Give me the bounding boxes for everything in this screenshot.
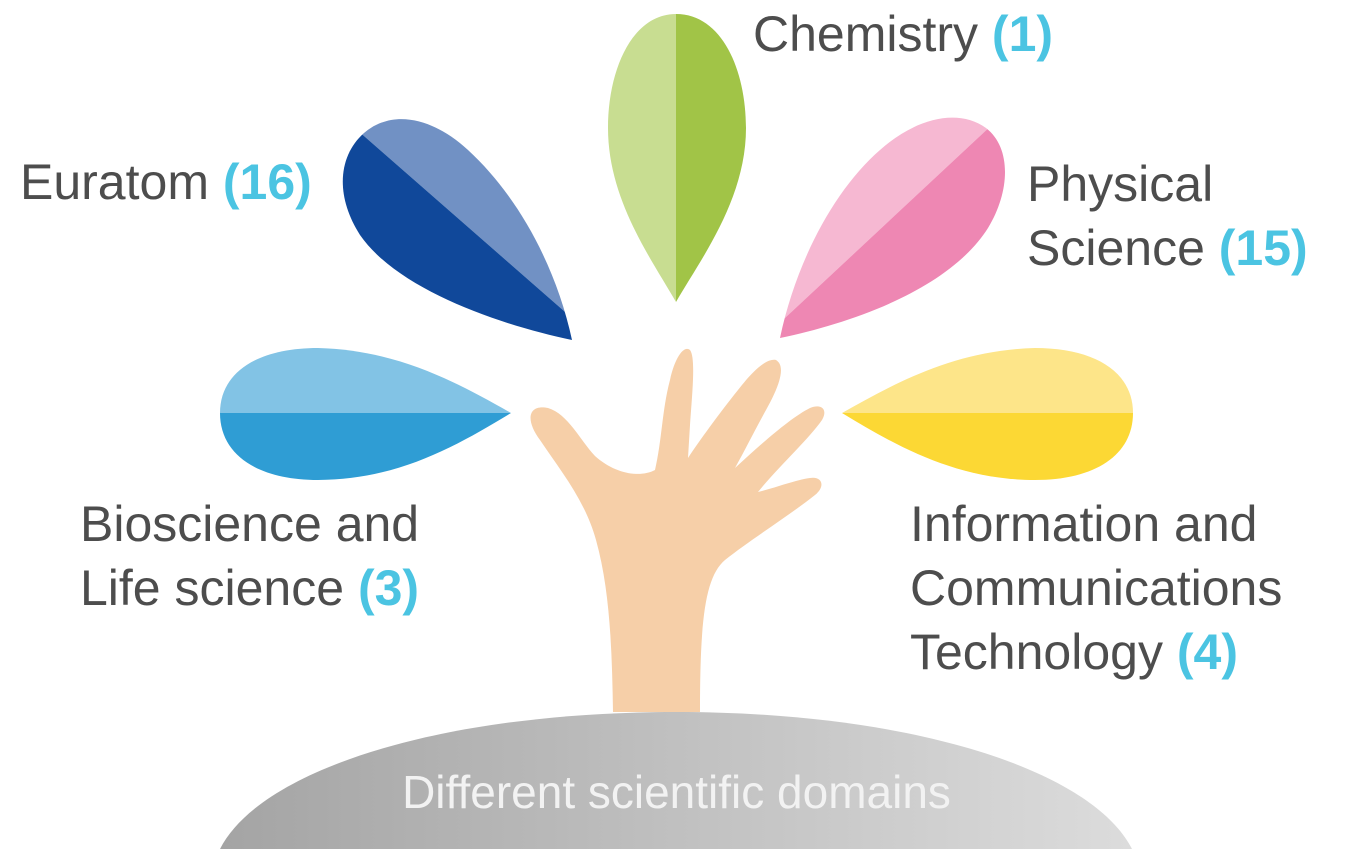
ground-base (220, 712, 1132, 849)
ict-count: (4) (1176, 624, 1238, 680)
petal-ict (842, 348, 1133, 480)
ict-line3: Technology (910, 624, 1177, 680)
ict-label: Information and Communications Technolog… (910, 492, 1282, 684)
chemistry-label: Chemistry (1) (753, 2, 1053, 66)
petal-euratom (342, 119, 572, 341)
ict-line2: Communications (910, 560, 1283, 616)
ict-line1: Information and (910, 496, 1258, 552)
physical-science-count: (15) (1218, 220, 1308, 276)
petal-bioscience (220, 348, 511, 480)
base-label: Different scientific domains (402, 766, 951, 818)
euratom-name: Euratom (20, 154, 223, 210)
hand-shape (530, 348, 825, 712)
bioscience-line1: Bioscience and (80, 496, 420, 552)
bioscience-label: Bioscience and Life science (3) (80, 492, 419, 620)
chemistry-count: (1) (991, 6, 1054, 62)
physical-science-label: Physical Science (15) (1027, 152, 1308, 280)
physical-science-line2: Science (1027, 220, 1219, 276)
petal-physical (780, 117, 1005, 338)
chemistry-name: Chemistry (753, 6, 992, 62)
petal-chemistry (608, 14, 746, 302)
euratom-label: Euratom (16) (20, 150, 312, 214)
physical-science-line1: Physical (1027, 156, 1214, 212)
euratom-count: (16) (222, 154, 312, 210)
bioscience-count: (3) (357, 560, 420, 616)
bioscience-line2: Life science (80, 560, 358, 616)
